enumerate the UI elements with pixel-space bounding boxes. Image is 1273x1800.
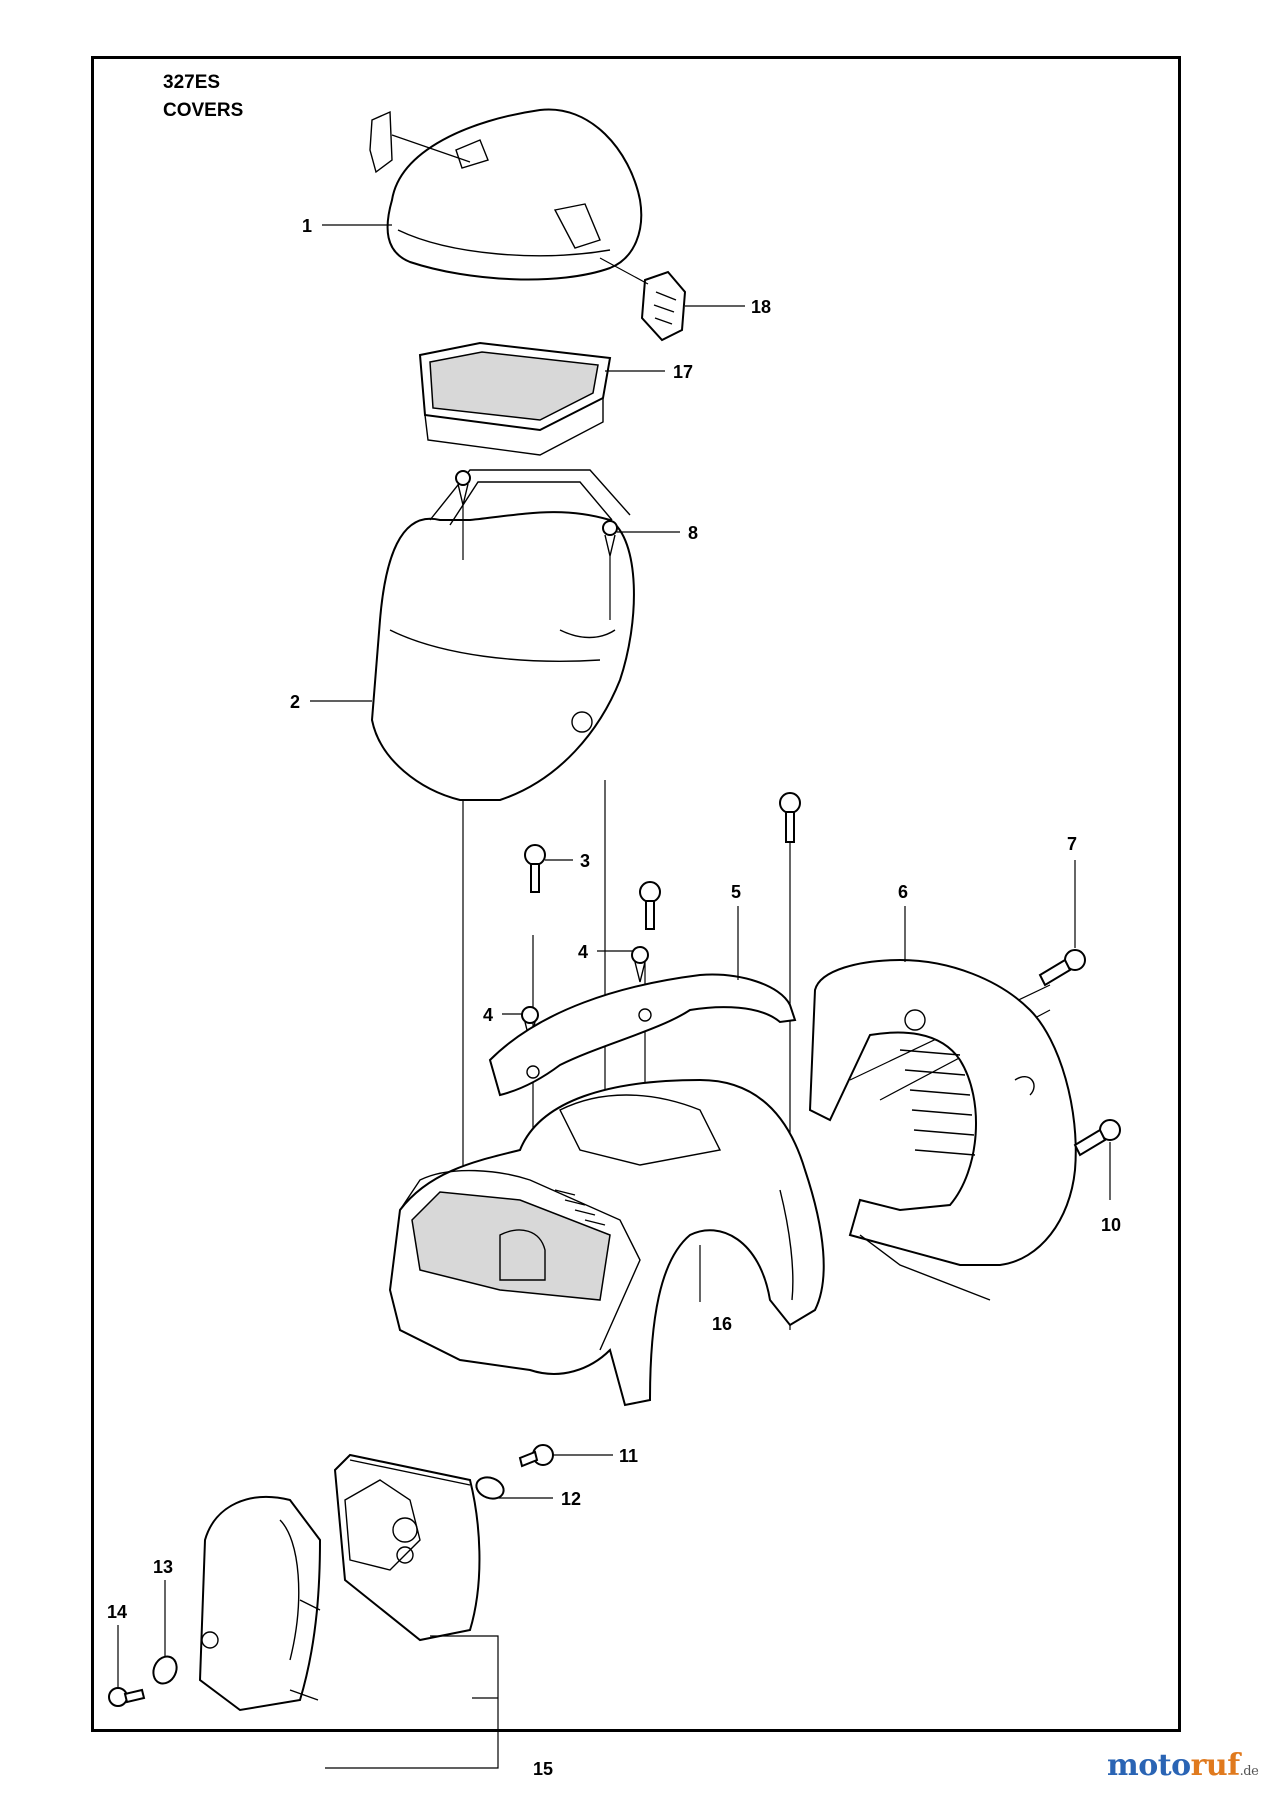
callout-8: 8 (688, 523, 698, 543)
callout-labels: 1 18 17 8 2 3 7 5 6 4 4 10 16 11 12 13 1… (107, 216, 1121, 1779)
callout-leaders (117, 224, 1111, 1769)
callout-13: 13 (153, 1557, 173, 1577)
diagram-frame (91, 56, 1181, 1732)
callout-18: 18 (751, 297, 771, 317)
callout-5: 5 (731, 882, 741, 902)
callout-15: 15 (533, 1759, 553, 1779)
part-starter-cover[interactable] (808, 958, 1077, 1301)
callout-4: 4 (578, 942, 588, 962)
callout-1: 1 (302, 216, 312, 236)
callout-14: 14 (107, 1602, 127, 1622)
part-screw-8[interactable] (455, 470, 618, 557)
part-cylinder-cover[interactable] (388, 1078, 825, 1407)
part-screw-7[interactable] (1038, 949, 1086, 987)
callout-11: 11 (619, 1446, 638, 1466)
callout-16: 16 (712, 1314, 732, 1334)
part-screw-14[interactable] (108, 1687, 146, 1707)
part-screw-3[interactable] (524, 844, 546, 893)
part-screw-10[interactable] (1073, 1119, 1121, 1157)
part-air-filter-cover[interactable] (369, 108, 643, 281)
part-washer-12[interactable] (473, 1474, 506, 1502)
part-clip[interactable] (599, 257, 687, 342)
watermark-brand-part2: ruf (1190, 1748, 1241, 1783)
watermark-brand-part1: moto (1107, 1748, 1191, 1783)
callout-17: 17 (673, 362, 693, 382)
part-screw-4[interactable] (521, 946, 649, 1043)
callout-4-second: 4 (483, 1005, 493, 1025)
watermark-suffix: .de (1239, 1764, 1259, 1779)
section-title: COVERS (163, 100, 244, 121)
watermark-logo: motoruf.de (1107, 1748, 1259, 1783)
callout-7: 7 (1067, 834, 1077, 854)
part-filter-housing[interactable] (370, 469, 635, 801)
part-washer-13[interactable] (149, 1653, 181, 1688)
part-handle[interactable] (488, 973, 797, 1097)
callout-12: 12 (561, 1489, 581, 1509)
part-screw-11[interactable] (518, 1444, 554, 1468)
callout-2: 2 (290, 692, 300, 712)
part-screw-extra[interactable] (639, 792, 801, 930)
callout-3: 3 (580, 851, 590, 871)
callout-6: 6 (898, 882, 908, 902)
part-air-filter[interactable] (418, 341, 612, 456)
callout-10: 10 (1101, 1215, 1121, 1235)
model-title: 327ES (163, 72, 221, 93)
part-front-cover-assembly[interactable] (198, 1453, 481, 1712)
